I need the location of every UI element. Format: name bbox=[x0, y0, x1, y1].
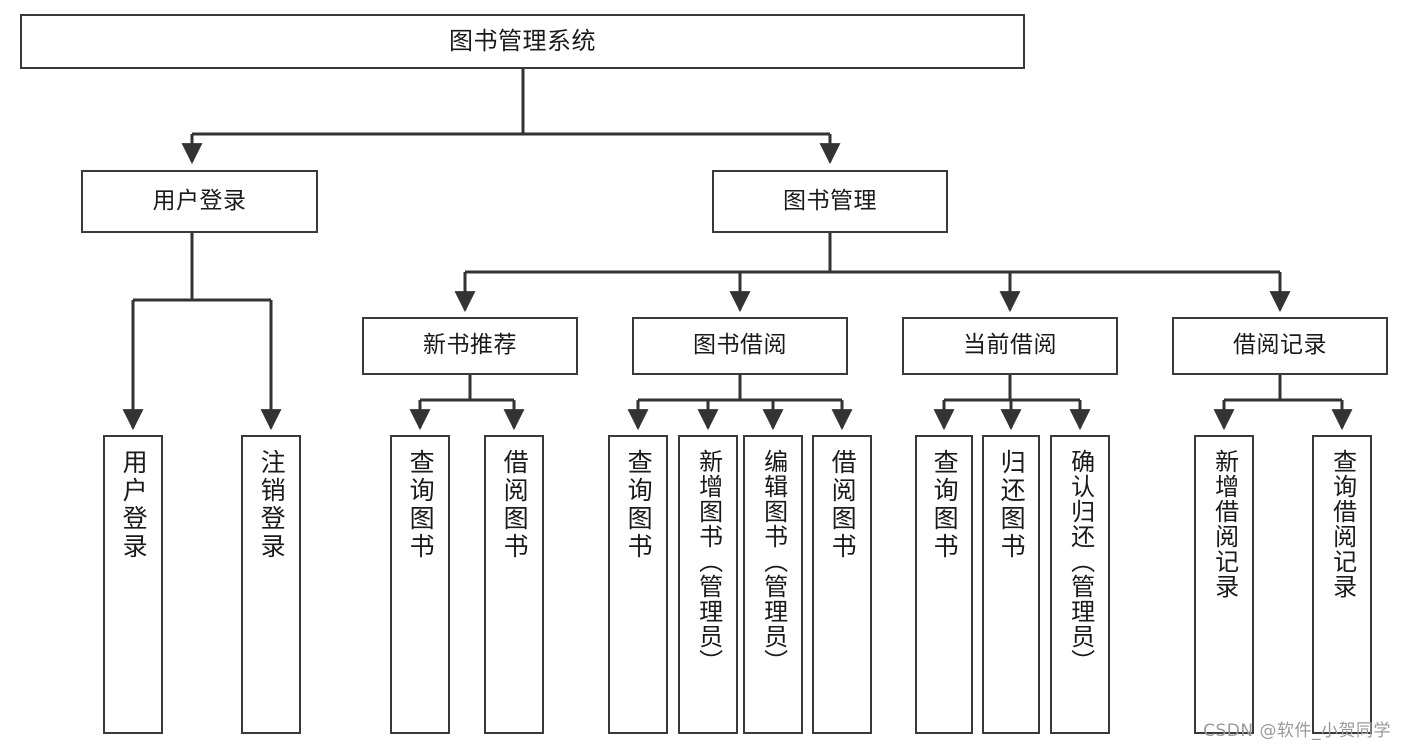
node-leaf-return-book[interactable]: 归还图书 bbox=[982, 435, 1040, 734]
node-label: 图书管理 bbox=[783, 187, 877, 214]
node-label: 查询借阅记录 bbox=[1328, 449, 1357, 599]
csdn-watermark: CSDN @软件_小贺同学 bbox=[1203, 721, 1391, 741]
node-leaf-add-book-admin[interactable]: 新增图书（管理员） bbox=[678, 435, 738, 734]
node-leaf-add-borrow-record[interactable]: 新增借阅记录 bbox=[1194, 435, 1254, 734]
node-label: 注销登录 bbox=[257, 449, 287, 561]
node-user-login[interactable]: 用户登录 bbox=[81, 170, 318, 233]
node-leaf-query-book-bb[interactable]: 查询图书 bbox=[608, 435, 668, 734]
node-leaf-borrow-book-nb[interactable]: 借阅图书 bbox=[484, 435, 544, 734]
node-label: 用户登录 bbox=[152, 187, 247, 214]
node-book-management[interactable]: 图书管理 bbox=[712, 170, 948, 233]
node-label: 查询图书 bbox=[406, 449, 436, 561]
node-label: 新增图书（管理员） bbox=[694, 449, 723, 674]
node-current-borrow[interactable]: 当前借阅 bbox=[902, 317, 1118, 375]
node-label: 查询图书 bbox=[624, 449, 654, 561]
node-leaf-query-book-nb[interactable]: 查询图书 bbox=[390, 435, 450, 734]
node-label: 归还图书 bbox=[997, 449, 1027, 561]
node-label: 图书借阅 bbox=[693, 332, 787, 359]
node-leaf-borrow-book-bb[interactable]: 借阅图书 bbox=[812, 435, 872, 734]
node-label: 借阅图书 bbox=[828, 449, 858, 561]
node-label: 查询图书 bbox=[930, 449, 960, 561]
node-borrow-record[interactable]: 借阅记录 bbox=[1172, 317, 1388, 375]
node-label: 借阅图书 bbox=[500, 449, 530, 561]
node-leaf-query-borrow-record[interactable]: 查询借阅记录 bbox=[1312, 435, 1372, 734]
node-leaf-edit-book-admin[interactable]: 编辑图书（管理员） bbox=[743, 435, 803, 734]
node-root-system[interactable]: 图书管理系统 bbox=[20, 14, 1025, 69]
node-leaf-confirm-return-admin[interactable]: 确认归还（管理员） bbox=[1050, 435, 1110, 734]
node-label: 编辑图书（管理员） bbox=[759, 449, 788, 674]
node-leaf-user-login[interactable]: 用户登录 bbox=[103, 435, 163, 734]
node-label: 新增借阅记录 bbox=[1210, 449, 1239, 599]
node-leaf-logout[interactable]: 注销登录 bbox=[241, 435, 301, 734]
node-label: 用户登录 bbox=[119, 449, 149, 561]
node-label: 当前借阅 bbox=[963, 332, 1057, 359]
node-leaf-query-book-cb[interactable]: 查询图书 bbox=[915, 435, 973, 734]
node-new-book-recommend[interactable]: 新书推荐 bbox=[362, 317, 578, 375]
node-label: 确认归还（管理员） bbox=[1066, 449, 1095, 674]
node-book-borrow[interactable]: 图书借阅 bbox=[632, 317, 848, 375]
node-label: 图书管理系统 bbox=[449, 27, 596, 56]
node-label: 借阅记录 bbox=[1233, 332, 1327, 359]
node-label: 新书推荐 bbox=[423, 332, 517, 359]
